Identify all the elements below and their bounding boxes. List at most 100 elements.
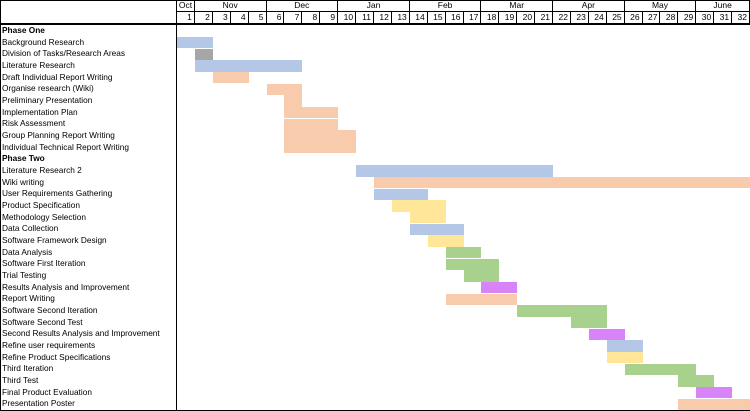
month-label: Mar — [481, 0, 554, 12]
week-label: 6 — [267, 12, 285, 24]
task-label: Literature Research — [2, 60, 75, 70]
task-label: Preliminary Presentation — [2, 95, 93, 105]
week-label: 28 — [660, 12, 679, 24]
task-label: Refine user requirements — [2, 340, 96, 350]
week-label: 20 — [517, 12, 536, 24]
task-bar — [266, 83, 303, 95]
week-label: 21 — [535, 12, 554, 24]
week-label: 1 — [177, 12, 195, 24]
month-label: May — [624, 0, 697, 12]
task-bar — [194, 60, 303, 72]
week-label: 13 — [392, 12, 410, 24]
task-label: Product Specification — [2, 200, 80, 210]
task-bar — [570, 316, 607, 329]
task-bar — [678, 398, 750, 410]
task-bar — [481, 281, 518, 294]
week-label: 14 — [410, 12, 428, 24]
week-label: 26 — [625, 12, 643, 24]
task-label: Group Planning Report Writing — [2, 130, 115, 140]
task-bar — [678, 375, 715, 387]
week-label: 2 — [195, 12, 213, 24]
week-label: 12 — [374, 12, 392, 24]
task-label: Risk Assessment — [2, 118, 66, 129]
week-label: 7 — [284, 12, 303, 24]
task-bar — [177, 36, 213, 49]
task-bar — [445, 293, 518, 305]
task-label: Implementation Plan — [2, 106, 78, 117]
task-bar — [284, 141, 357, 154]
task-bar — [427, 235, 464, 247]
week-label: 3 — [213, 12, 231, 24]
week-label: 31 — [714, 12, 733, 24]
task-bar — [391, 200, 446, 212]
task-label: Second Results Analysis and Improvement — [2, 328, 160, 339]
week-label: 22 — [553, 12, 571, 24]
week-label: 8 — [302, 12, 321, 24]
week-label: 15 — [428, 12, 446, 24]
task-bar — [606, 340, 643, 352]
task-label: Division of Tasks/Research Areas — [2, 48, 125, 59]
task-bar — [284, 130, 357, 142]
week-label: 17 — [464, 12, 482, 24]
task-bar — [409, 223, 464, 235]
week-label: 10 — [338, 12, 357, 24]
week-label: 29 — [678, 12, 697, 24]
phase-heading: Phase Two — [2, 153, 45, 164]
month-label: June — [696, 0, 750, 12]
task-bar — [588, 328, 625, 340]
month-label: Oct — [177, 0, 195, 12]
task-label: Data Collection — [2, 223, 59, 234]
task-label: Software First Iteration — [2, 258, 86, 269]
week-label: 5 — [249, 12, 267, 24]
task-label: Trial Testing — [2, 270, 47, 280]
task-label: Draft Individual Report Writing — [2, 71, 113, 82]
task-label: Final Product Evaluation — [2, 386, 92, 397]
task-bar — [284, 118, 339, 130]
task-bar — [445, 246, 482, 259]
task-bar — [284, 106, 339, 119]
task-label: Organise research (Wiki) — [2, 83, 94, 94]
task-label: Software Second Iteration — [2, 305, 98, 315]
task-bar — [373, 188, 428, 200]
task-label: Individual Technical Report Writing — [2, 141, 129, 152]
month-label: Feb — [409, 0, 482, 12]
task-label: Presentation Poster — [2, 398, 75, 409]
month-label: Nov — [194, 0, 267, 12]
month-label: Apr — [553, 0, 625, 12]
task-bar — [517, 305, 607, 317]
task-bar — [409, 211, 446, 224]
task-label: Wiki writing — [2, 176, 44, 187]
week-label: 4 — [231, 12, 249, 24]
phase-heading: Phase One — [2, 25, 45, 35]
task-bar — [212, 71, 249, 84]
task-label: User Requirements Gathering — [2, 188, 113, 199]
week-label: 18 — [481, 12, 500, 24]
task-bar — [356, 165, 554, 177]
task-bar — [463, 270, 500, 282]
task-label: Report Writing — [2, 293, 55, 304]
week-label: 25 — [607, 12, 625, 24]
week-label: 30 — [696, 12, 715, 24]
task-label: Software Framework Design — [2, 235, 107, 245]
week-label: 27 — [643, 12, 661, 24]
task-bar — [445, 258, 500, 270]
label-column-divider — [176, 0, 177, 410]
week-label: 19 — [499, 12, 518, 24]
task-label: Results Analysis and Improvement — [2, 281, 130, 292]
task-label: Third Test — [2, 375, 39, 385]
task-label: Software Second Test — [2, 316, 83, 327]
task-bar — [624, 363, 697, 375]
task-label: Refine Product Specifications — [2, 351, 111, 362]
week-label: 24 — [589, 12, 607, 24]
task-label: Third Iteration — [2, 363, 54, 374]
task-label: Literature Research 2 — [2, 165, 82, 175]
week-label: 16 — [446, 12, 464, 24]
month-label: Dec — [266, 0, 339, 12]
month-label: Jan — [338, 0, 410, 12]
week-label: 9 — [320, 12, 339, 24]
task-bar — [284, 95, 303, 107]
week-label: 11 — [356, 12, 374, 24]
task-bar — [194, 48, 213, 60]
header-divider — [0, 23, 750, 25]
task-label: Methodology Selection — [2, 211, 86, 222]
